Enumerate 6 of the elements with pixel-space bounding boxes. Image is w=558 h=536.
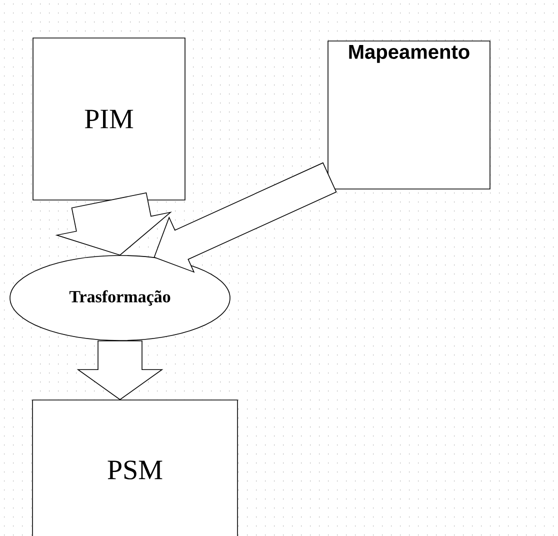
process-box: Mapeamento — [328, 40, 490, 190]
block-arrow — [76, 340, 164, 400]
block-arrow — [154, 162, 337, 273]
process-box: PSM — [32, 400, 238, 536]
process-oval: Trasformação — [10, 255, 230, 341]
process-box: PIM — [32, 38, 186, 200]
